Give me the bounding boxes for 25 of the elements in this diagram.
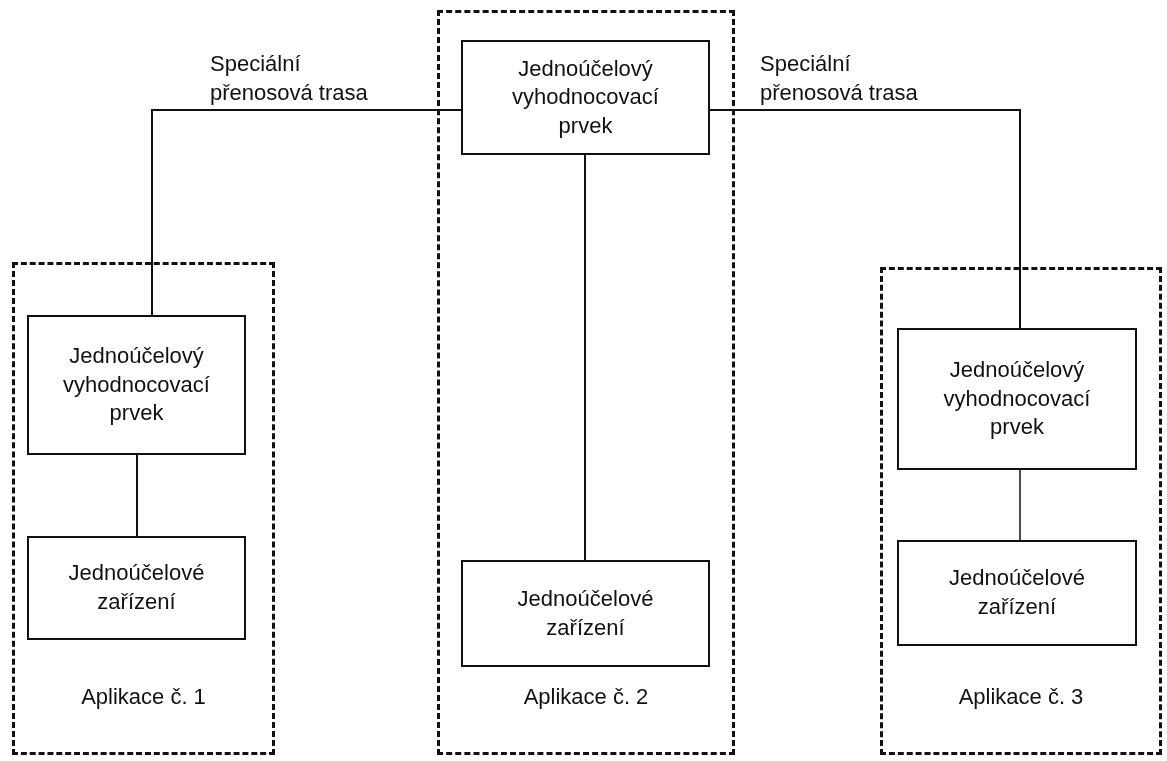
box-label: Jednoúčelové zařízení xyxy=(516,584,655,642)
connector-line xyxy=(151,109,462,316)
box-label: Jednoúčelové zařízení xyxy=(948,564,1086,621)
process-box xyxy=(897,328,1137,470)
application-group xyxy=(12,262,275,755)
box-label: Jednoúčelové zařízení xyxy=(67,559,206,616)
process-box xyxy=(27,315,246,455)
application-group xyxy=(880,267,1162,755)
group-label: Aplikace č. 1 xyxy=(80,684,207,710)
edge-label: Speciální přenosová trasa xyxy=(210,50,369,107)
process-box xyxy=(461,40,710,155)
group-label: Aplikace č. 2 xyxy=(522,684,650,710)
process-box xyxy=(27,536,246,640)
box-label: Jednoúčelový vyhodnocovací prvek xyxy=(511,54,660,140)
process-box xyxy=(897,540,1137,646)
box-label: Jednoúčelový vyhodnocovací prvek xyxy=(942,356,1092,442)
connector-line xyxy=(584,154,586,561)
connector-line xyxy=(709,109,1021,329)
box-label: Jednoúčelový vyhodnocovací prvek xyxy=(62,342,211,428)
edge-label: Speciální přenosová trasa xyxy=(760,50,919,107)
connector-line xyxy=(1019,469,1021,541)
process-box xyxy=(461,560,710,667)
application-group xyxy=(437,10,735,755)
group-label: Aplikace č. 3 xyxy=(957,684,1085,710)
connector-line xyxy=(136,454,138,537)
